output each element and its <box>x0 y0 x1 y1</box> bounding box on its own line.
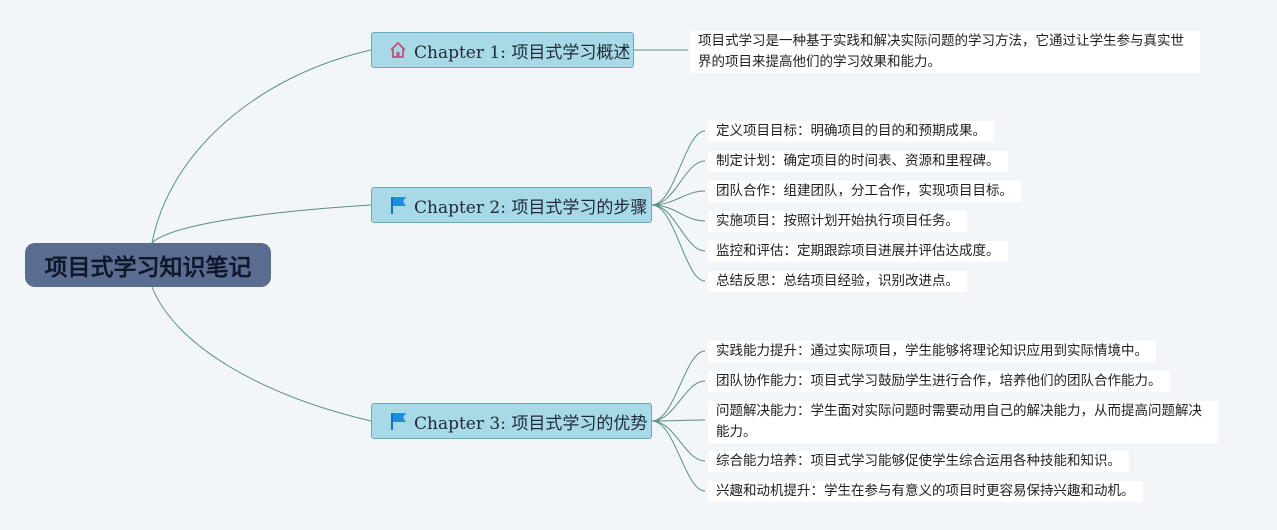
root-title: 项目式学习知识笔记 <box>44 255 252 281</box>
connector-root-ch1 <box>151 49 372 244</box>
chapter-2-label: Chapter 2: 项目式学习的步骤 <box>414 197 648 218</box>
home-icon <box>388 40 408 60</box>
chapter-2-item[interactable]: 制定计划：确定项目的时间表、资源和里程碑。 <box>708 151 1008 172</box>
flag-icon <box>388 195 408 215</box>
chapter-1-item[interactable]: 项目式学习是一种基于实践和解决实际问题的学习方法，它通过让学生参与真实世界的项目… <box>690 31 1200 73</box>
chapter-3-item[interactable]: 兴趣和动机提升：学生在参与有意义的项目时更容易保持兴趣和动机。 <box>708 481 1143 502</box>
chapter-3-topic[interactable]: Chapter 3: 项目式学习的优势 <box>371 403 652 439</box>
chapter-2-item[interactable]: 总结反思：总结项目经验，识别改进点。 <box>708 271 967 292</box>
chapter-3-item[interactable]: 问题解决能力：学生面对实际问题时需要动用自己的解决能力，从而提高问题解决能力。 <box>708 401 1218 443</box>
chapter-3-label: Chapter 3: 项目式学习的优势 <box>414 413 648 434</box>
connector-root-ch3 <box>151 286 372 422</box>
root-topic[interactable]: 项目式学习知识笔记 <box>25 243 271 287</box>
chapter-3-item[interactable]: 团队协作能力：项目式学习鼓励学生进行合作，培养他们的团队合作能力。 <box>708 371 1170 392</box>
chapter-2-item[interactable]: 实施项目：按照计划开始执行项目任务。 <box>708 211 967 232</box>
flag-icon <box>388 411 408 431</box>
chapter-3-item[interactable]: 综合能力培养：项目式学习能够促使学生综合运用各种技能和知识。 <box>708 451 1129 472</box>
chapter-2-topic[interactable]: Chapter 2: 项目式学习的步骤 <box>371 187 652 223</box>
chapter-2-item[interactable]: 监控和评估：定期跟踪项目进展并评估达成度。 <box>708 241 1008 262</box>
chapter-1-label: Chapter 1: 项目式学习概述 <box>414 42 631 63</box>
chapter-2-item[interactable]: 定义项目目标：明确项目的目的和预期成果。 <box>708 121 994 142</box>
chapter-3-item[interactable]: 实践能力提升：通过实际项目，学生能够将理论知识应用到实际情境中。 <box>708 341 1156 362</box>
connector-root-ch2 <box>151 204 372 244</box>
chapter-1-topic[interactable]: Chapter 1: 项目式学习概述 <box>371 32 634 68</box>
chapter-2-item[interactable]: 团队合作：组建团队，分工合作，实现项目目标。 <box>708 181 1021 202</box>
